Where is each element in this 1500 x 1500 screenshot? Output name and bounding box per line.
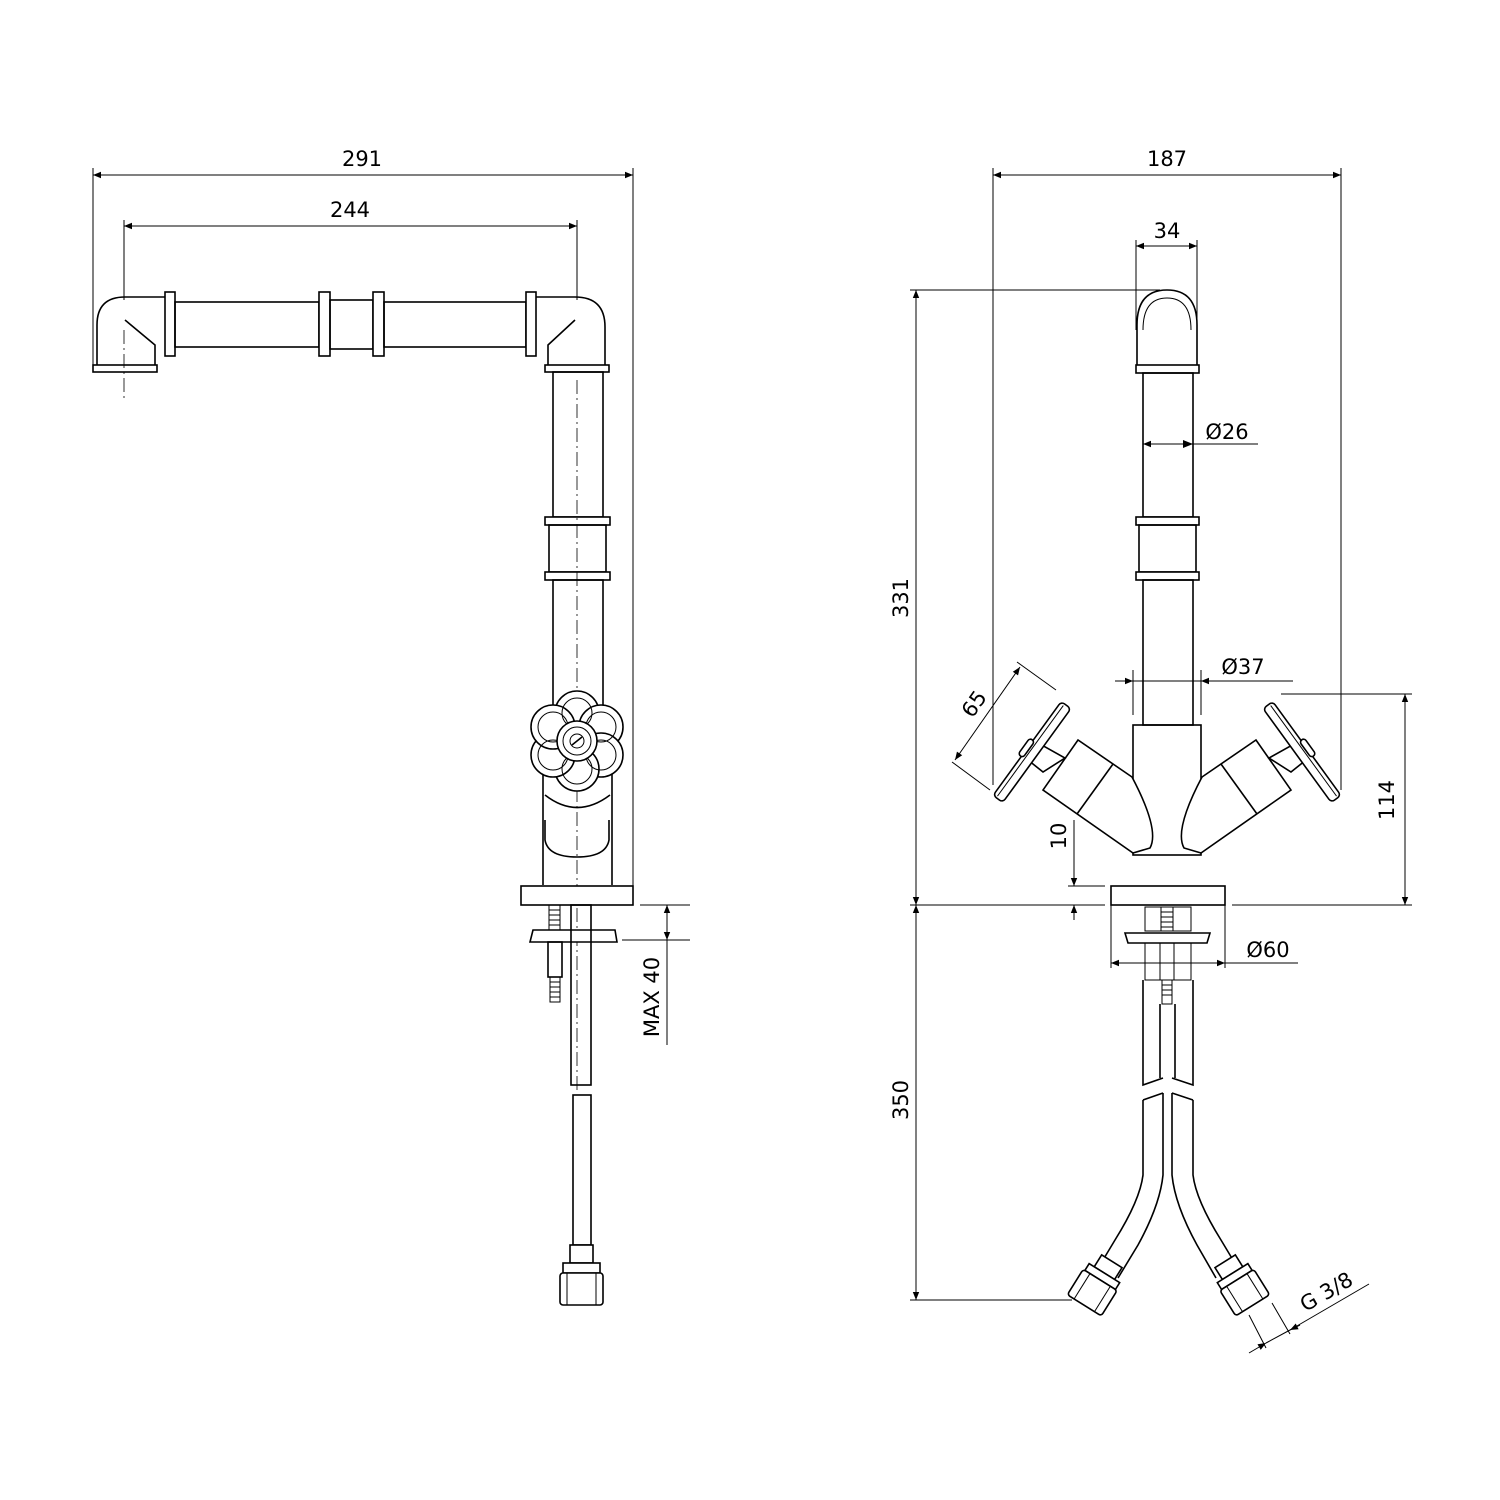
dim-label-291: 291 bbox=[342, 147, 382, 171]
dim-overall-height: 331 bbox=[889, 289, 1160, 905]
dim-label-d26: Ø26 bbox=[1205, 420, 1248, 444]
spout-front bbox=[1135, 289, 1200, 726]
dim-spout-diameter: Ø26 bbox=[1143, 420, 1258, 448]
supply-hoses bbox=[1067, 980, 1270, 1316]
side-view: 291 244 bbox=[92, 147, 690, 1306]
dim-label-331: 331 bbox=[889, 578, 913, 618]
front-view: 187 34 Ø26 Ø37 bbox=[889, 147, 1412, 1354]
dim-label-10: 10 bbox=[1047, 823, 1071, 850]
dim-max-deck-thickness: MAX 40 bbox=[622, 904, 690, 1045]
dim-label-d37: Ø37 bbox=[1221, 655, 1264, 679]
spout-arm bbox=[92, 291, 610, 400]
mounting-front bbox=[1123, 906, 1212, 1005]
dim-base-height: 10 bbox=[1047, 820, 1105, 920]
dim-label-350: 350 bbox=[889, 1080, 913, 1120]
dim-label-34: 34 bbox=[1154, 219, 1181, 243]
dim-label-187: 187 bbox=[1147, 147, 1187, 171]
dim-handle-height: 114 bbox=[1281, 693, 1412, 905]
dim-label-max40: MAX 40 bbox=[640, 957, 664, 1037]
dim-label-244: 244 bbox=[330, 198, 370, 222]
dim-label-d60: Ø60 bbox=[1246, 938, 1289, 962]
flower-handle-icon[interactable] bbox=[530, 690, 624, 792]
dim-overall-width: 187 bbox=[992, 147, 1342, 790]
dim-base-diameter: Ø60 bbox=[1110, 905, 1298, 968]
dim-hose-length: 350 bbox=[889, 905, 1072, 1301]
dim-label-114: 114 bbox=[1375, 780, 1399, 820]
dim-spout-reach: 244 bbox=[123, 198, 578, 300]
dim-elbow-width: 34 bbox=[1135, 219, 1198, 330]
base-and-mounting bbox=[520, 885, 634, 1306]
dim-overall-length: 291 bbox=[92, 147, 634, 890]
dim-label-65: 65 bbox=[957, 686, 992, 722]
valve-body-front bbox=[993, 702, 1341, 906]
dim-body-diameter: Ø37 bbox=[1115, 655, 1293, 715]
dim-hose-thread: G 3/8 bbox=[1248, 1267, 1370, 1354]
